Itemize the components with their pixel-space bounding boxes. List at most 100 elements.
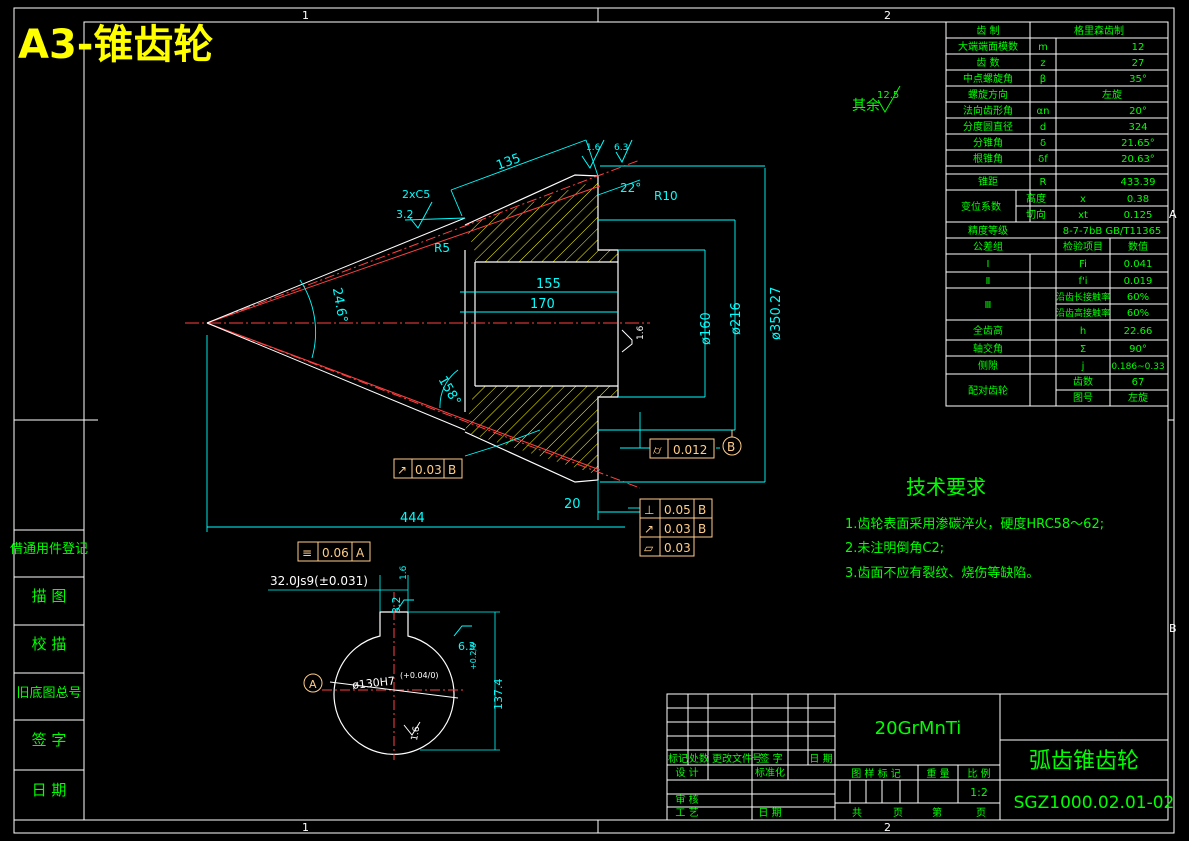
table-cell: 齿 数 (976, 56, 999, 69)
table-cell: 0.019 (1124, 276, 1153, 287)
drawing-title: A3-锥齿轮 (18, 22, 213, 68)
table-cell: β (1040, 74, 1046, 85)
zone-bottom-2: 2 (884, 821, 891, 834)
table-cell: 沿齿高接触率 (1056, 307, 1110, 319)
tolerance-frame-symmetry: ≡ 0.06 A (297, 541, 371, 562)
roughness-value: 1.6 (586, 143, 601, 153)
rev-header: 处数 (689, 752, 709, 765)
date-label: 日 期 (758, 807, 781, 819)
drawing-scale: 1:2 (970, 786, 988, 799)
table-cell: Ⅱ (986, 276, 991, 287)
table-cell: 22.66 (1124, 326, 1153, 337)
table-cell: 20.63° (1121, 154, 1155, 165)
role-design: 设 计 (675, 766, 698, 779)
table-cell: 大端端面模数 (958, 40, 1018, 53)
dim-r10: R10 (654, 189, 678, 203)
zone-right-b: B (1169, 622, 1177, 635)
table-cell: 格里森齿制 (1074, 24, 1124, 37)
drawing-number: SGZ1000.02.01-02 (1014, 793, 1175, 813)
tip-cone-upper (206, 217, 466, 324)
sheet-page: 页 (893, 807, 903, 819)
zone-marks: 1 2 1 2 A B (302, 9, 1177, 834)
gear-body-lower-hatch (465, 386, 618, 475)
dim-d160: ø160 (699, 312, 714, 345)
dim-d350: ø350.27 (769, 287, 784, 340)
dim-bore-170: 170 (530, 297, 555, 312)
table-cell: αn (1037, 106, 1050, 117)
table-cell: 法向齿形角 (963, 104, 1013, 117)
table-cell: 配对齿轮 (968, 384, 1008, 397)
datum-a-label: A (309, 678, 317, 691)
roughness-value: 3.2 (396, 208, 414, 221)
tol-value: 0.03 (664, 541, 691, 555)
tech-item: 1.齿轮表面采用渗碳淬火，硬度HRC58～62; (845, 516, 1104, 532)
rev-header: 更改文件号 (712, 752, 762, 765)
dim-cone-angle: 24.6° (329, 286, 350, 324)
gear-outline-upper (464, 174, 619, 262)
tol-symbol: ⌭ (653, 443, 662, 457)
table-cell: δ (1040, 138, 1046, 149)
table-cell: 433.39 (1121, 177, 1156, 188)
left-col-label: 借通用件登记 (10, 542, 88, 557)
table-cell: 分度圆直径 (963, 120, 1013, 133)
table-cell: 齿数 (1073, 375, 1093, 388)
table-cell: 公差组 (973, 240, 1003, 253)
table-cell: Σ (1080, 344, 1086, 355)
tol-datum: B (448, 463, 456, 477)
table-cell: 0.38 (1127, 194, 1149, 205)
tip-cone-lower (206, 322, 466, 431)
sheet-no: 第 (932, 806, 942, 819)
table-cell: 轴交角 (973, 342, 1003, 355)
roughness-value: 1.6 (636, 325, 646, 340)
dim-20: 20 (564, 497, 581, 512)
table-cell: 切向 (1026, 208, 1046, 221)
tol-symbol: ↗ (644, 522, 654, 536)
role-process: 工 艺 (675, 807, 698, 819)
table-cell: 60% (1127, 308, 1149, 319)
table-cell: 中点螺旋角 (963, 72, 1013, 85)
stage-header: 重 量 (926, 767, 949, 780)
roughness-marks: 3.2 1.6 6.3 1.6 (396, 139, 646, 353)
tol-symbol: ▱ (644, 541, 654, 555)
zone-right-a: A (1169, 208, 1177, 221)
left-column-labels: 借通用件登记 描 图 校 描 旧底图总号 签 字 日 期 (10, 542, 88, 799)
table-cell: 分锥角 (973, 137, 1003, 149)
zone-bottom-1: 1 (302, 821, 309, 834)
datum-b-marker: B (722, 430, 742, 456)
tech-item: 3.齿面不应有裂纹、烧伤等缺陷。 (845, 565, 1039, 581)
table-cell: j (1081, 361, 1085, 372)
dimension-texts: 135 2xC5 22° R10 R5 155 170 24.6° 158° ø… (329, 151, 784, 526)
table-cell: 324 (1128, 122, 1147, 133)
keyway-width: 32.0Js9(±0.031) (270, 574, 368, 588)
root-cone-upper (206, 185, 601, 324)
table-cell: 螺旋方向 (968, 88, 1008, 101)
roughness-value: 6.3 (614, 143, 628, 153)
table-cell: 20° (1129, 106, 1147, 117)
table-cell: R (1040, 177, 1047, 188)
tolerance-frame-stack: ⊥ 0.05 B ↗ 0.03 B ▱ 0.03 (639, 498, 713, 557)
gear-parameter-table-grid (945, 21, 1169, 407)
gear-parameter-table: 齿 制 格里森齿制 大端端面模数 m 12 齿 数 z 27 中点螺旋角 β 3… (958, 24, 1165, 404)
dim-r5: R5 (434, 241, 450, 255)
table-cell: 8-7-7bB GB/T11365 (1063, 226, 1162, 237)
table-cell: 90° (1129, 344, 1147, 355)
part-name: 弧齿锥齿轮 (1029, 749, 1139, 774)
bore-fit: ø130H7 (352, 674, 396, 691)
gear-body-upper-hatch (465, 180, 618, 262)
roughness-value: 3.2 (390, 597, 403, 615)
tolerance-frame-cylindricity: ⌭ 0.012 (649, 438, 715, 459)
tech-requirements: 技术要求 1.齿轮表面采用渗碳淬火，硬度HRC58～62; 2.未注明倒角C2;… (845, 475, 1104, 581)
table-cell: 齿 制 (976, 24, 999, 37)
keyway-view: A 32.0Js9(±0.031) 3.2 1.6 6.3 1.6 ø130H7… (268, 565, 505, 760)
table-cell: 沿齿长接触率 (1056, 291, 1110, 303)
title-block: 20GrMnTi 弧齿锥齿轮 SGZ1000.02.01-02 标记 处数 更改… (668, 718, 1174, 819)
table-cell: z (1040, 58, 1045, 69)
tol-symbol: ↗ (397, 463, 407, 477)
dim-angle-small: 22° (620, 181, 641, 195)
gear-section (185, 159, 650, 489)
zone-top-1: 1 (302, 9, 309, 22)
rev-header: 签 字 (759, 752, 782, 765)
sheet-total: 共 (852, 807, 862, 819)
table-cell: 左旋 (1102, 88, 1122, 101)
